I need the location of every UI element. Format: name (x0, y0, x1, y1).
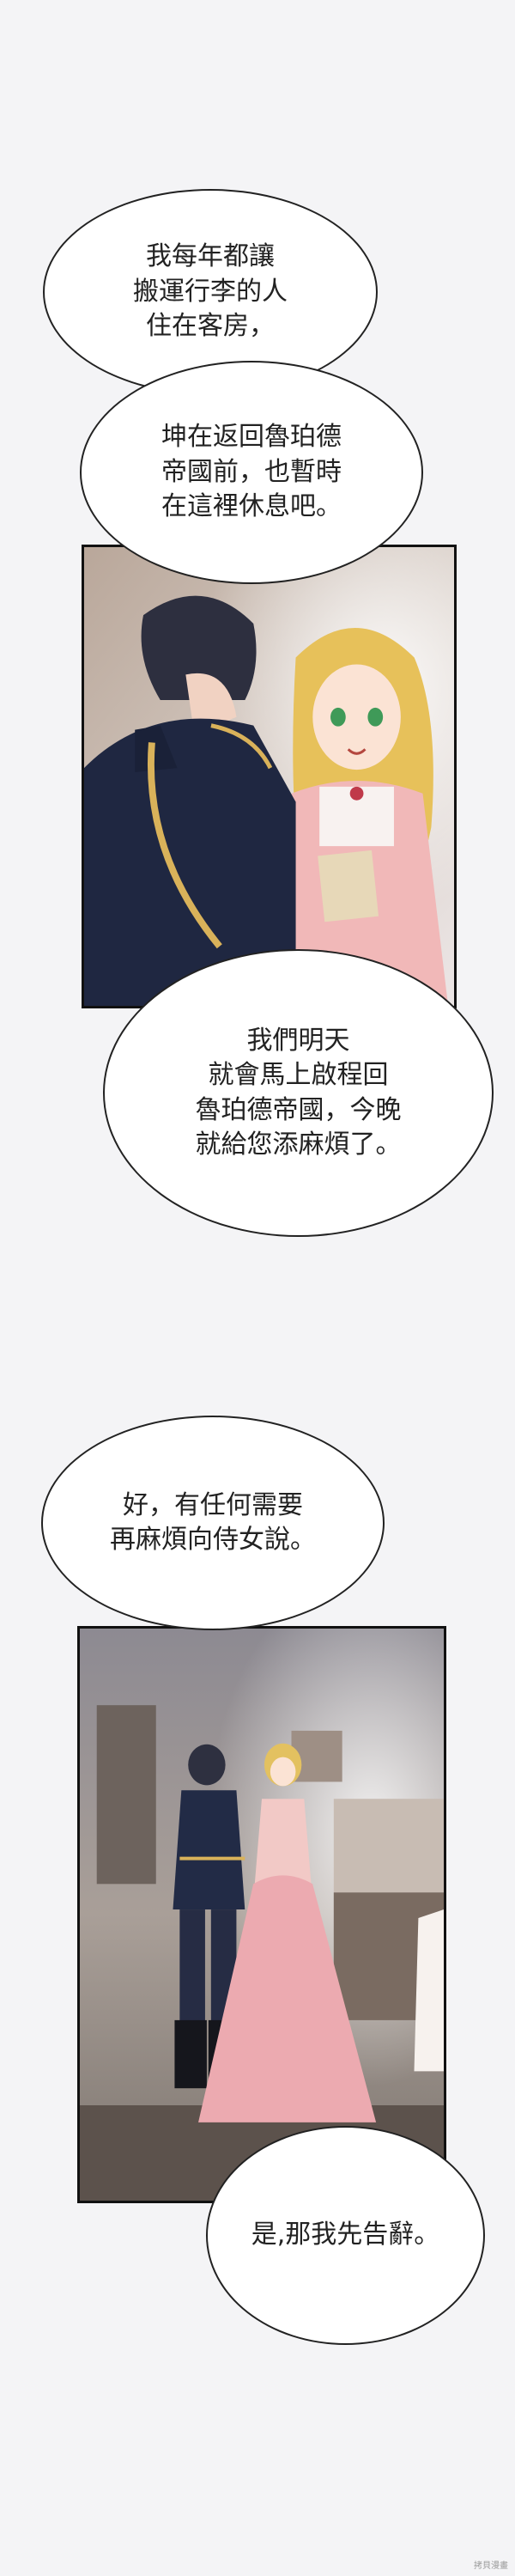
speech-bubble-4: 好，有任何需要 再麻煩向侍女說。 (41, 1416, 385, 1630)
panel-1-illustration (82, 545, 457, 1008)
speech-bubble-3: 我們明天 就會馬上啟程回 魯珀德帝國，今晚 就給您添麻煩了。 (103, 949, 494, 1237)
panel-2-art (80, 1629, 444, 2201)
speech-bubble-5: 是,那我先告辭。 (206, 2126, 485, 2345)
panel-2-illustration (77, 1626, 446, 2203)
panel-1-art (84, 547, 454, 1006)
watermark-text: 拷貝漫畫 (474, 2561, 508, 2571)
speech-bubble-2: 坤在返回魯珀德 帝國前，也暫時 在這裡休息吧。 (80, 361, 423, 584)
speech-bubble-1: 我每年都讓 搬運行李的人 住在客房， (43, 189, 378, 395)
